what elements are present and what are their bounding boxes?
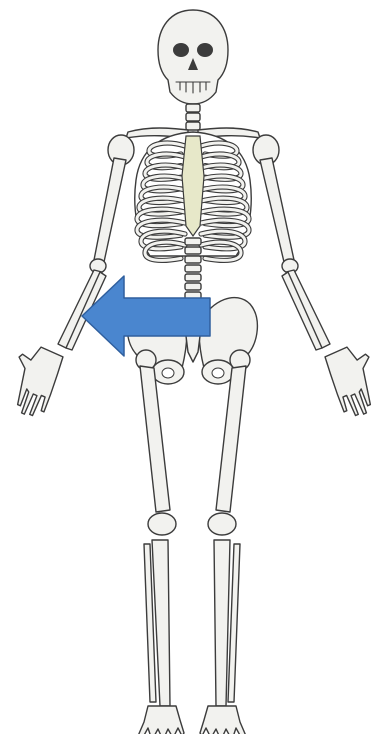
right-leg [208,350,250,706]
cervical-spine [186,104,200,130]
left-eye-socket [173,43,189,57]
vertebra [185,274,201,281]
left-hand [0,341,68,421]
vertebra [185,265,201,272]
left-femur [140,366,170,512]
skull [158,10,228,104]
vertebra [185,238,201,245]
sternum [182,136,204,236]
right-arm [260,158,330,350]
vertebra [185,256,201,263]
vertebra [185,283,201,290]
right-femur [216,366,246,512]
right-eye-socket [197,43,213,57]
right-ulna [282,272,322,350]
left-humerus [94,158,126,262]
vertebra [185,247,201,254]
right-hand [320,341,387,421]
right-humerus [260,158,294,262]
left-leg [136,350,176,706]
right-tibia [214,540,230,706]
right-foot [200,706,246,734]
left-foot [138,706,184,734]
left-kneecap [148,513,176,535]
right-kneecap [208,513,236,535]
